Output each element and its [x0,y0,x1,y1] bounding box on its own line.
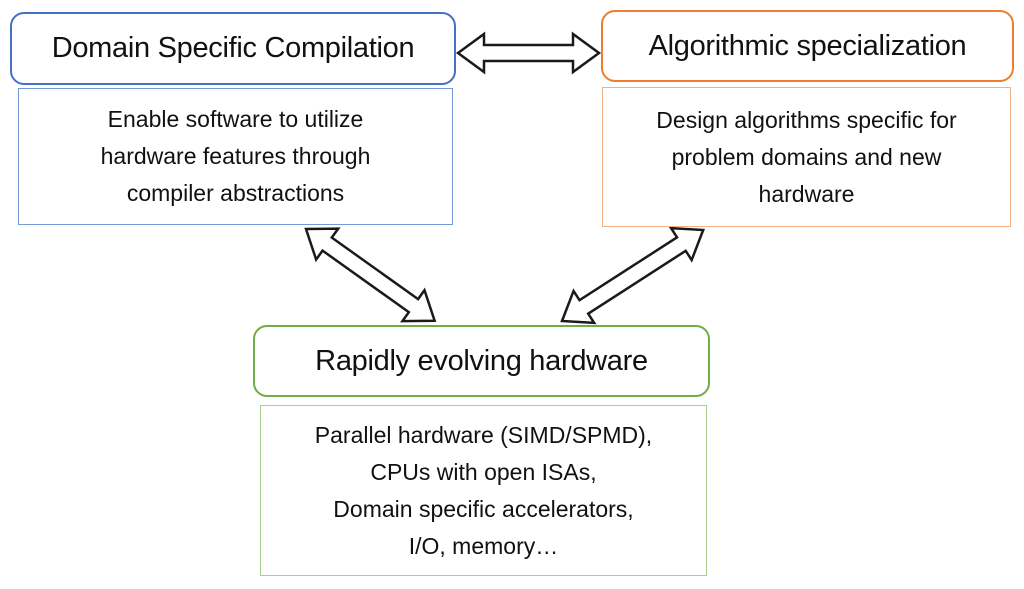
desc-line: compiler abstractions [126,180,345,206]
desc-box-algorithmic-specialization: Design algorithms specific for problem d… [602,87,1011,227]
desc-line: Parallel hardware (SIMD/SPMD), [314,421,653,448]
desc-line: hardware [758,180,855,207]
double-arrow-horizontal-icon [455,31,602,75]
desc-box-rapidly-evolving-hardware: Parallel hardware (SIMD/SPMD), CPUs with… [260,405,707,576]
desc-line: Design algorithms specific for [656,106,957,133]
double-arrow-left-diagonal-icon [304,227,437,323]
desc-line: hardware features through [100,143,371,169]
title-box-algorithmic-specialization: Algorithmic specialization [601,10,1014,82]
desc-line: CPUs with open ISAs, [370,458,597,485]
desc-line: I/O, memory… [408,532,559,559]
node-title: Algorithmic specialization [648,29,967,62]
desc-line: problem domains and new [671,143,942,170]
title-box-domain-specific-compilation: Domain Specific Compilation [10,12,456,85]
desc-line: Enable software to utilize [107,106,364,132]
node-title: Domain Specific Compilation [51,32,415,64]
double-arrow-right-diagonal-icon [560,226,705,325]
title-box-rapidly-evolving-hardware: Rapidly evolving hardware [253,325,710,397]
desc-box-domain-specific-compilation: Enable software to utilize hardware feat… [18,88,453,225]
node-title: Rapidly evolving hardware [315,344,648,377]
desc-line: Domain specific accelerators, [333,495,634,522]
